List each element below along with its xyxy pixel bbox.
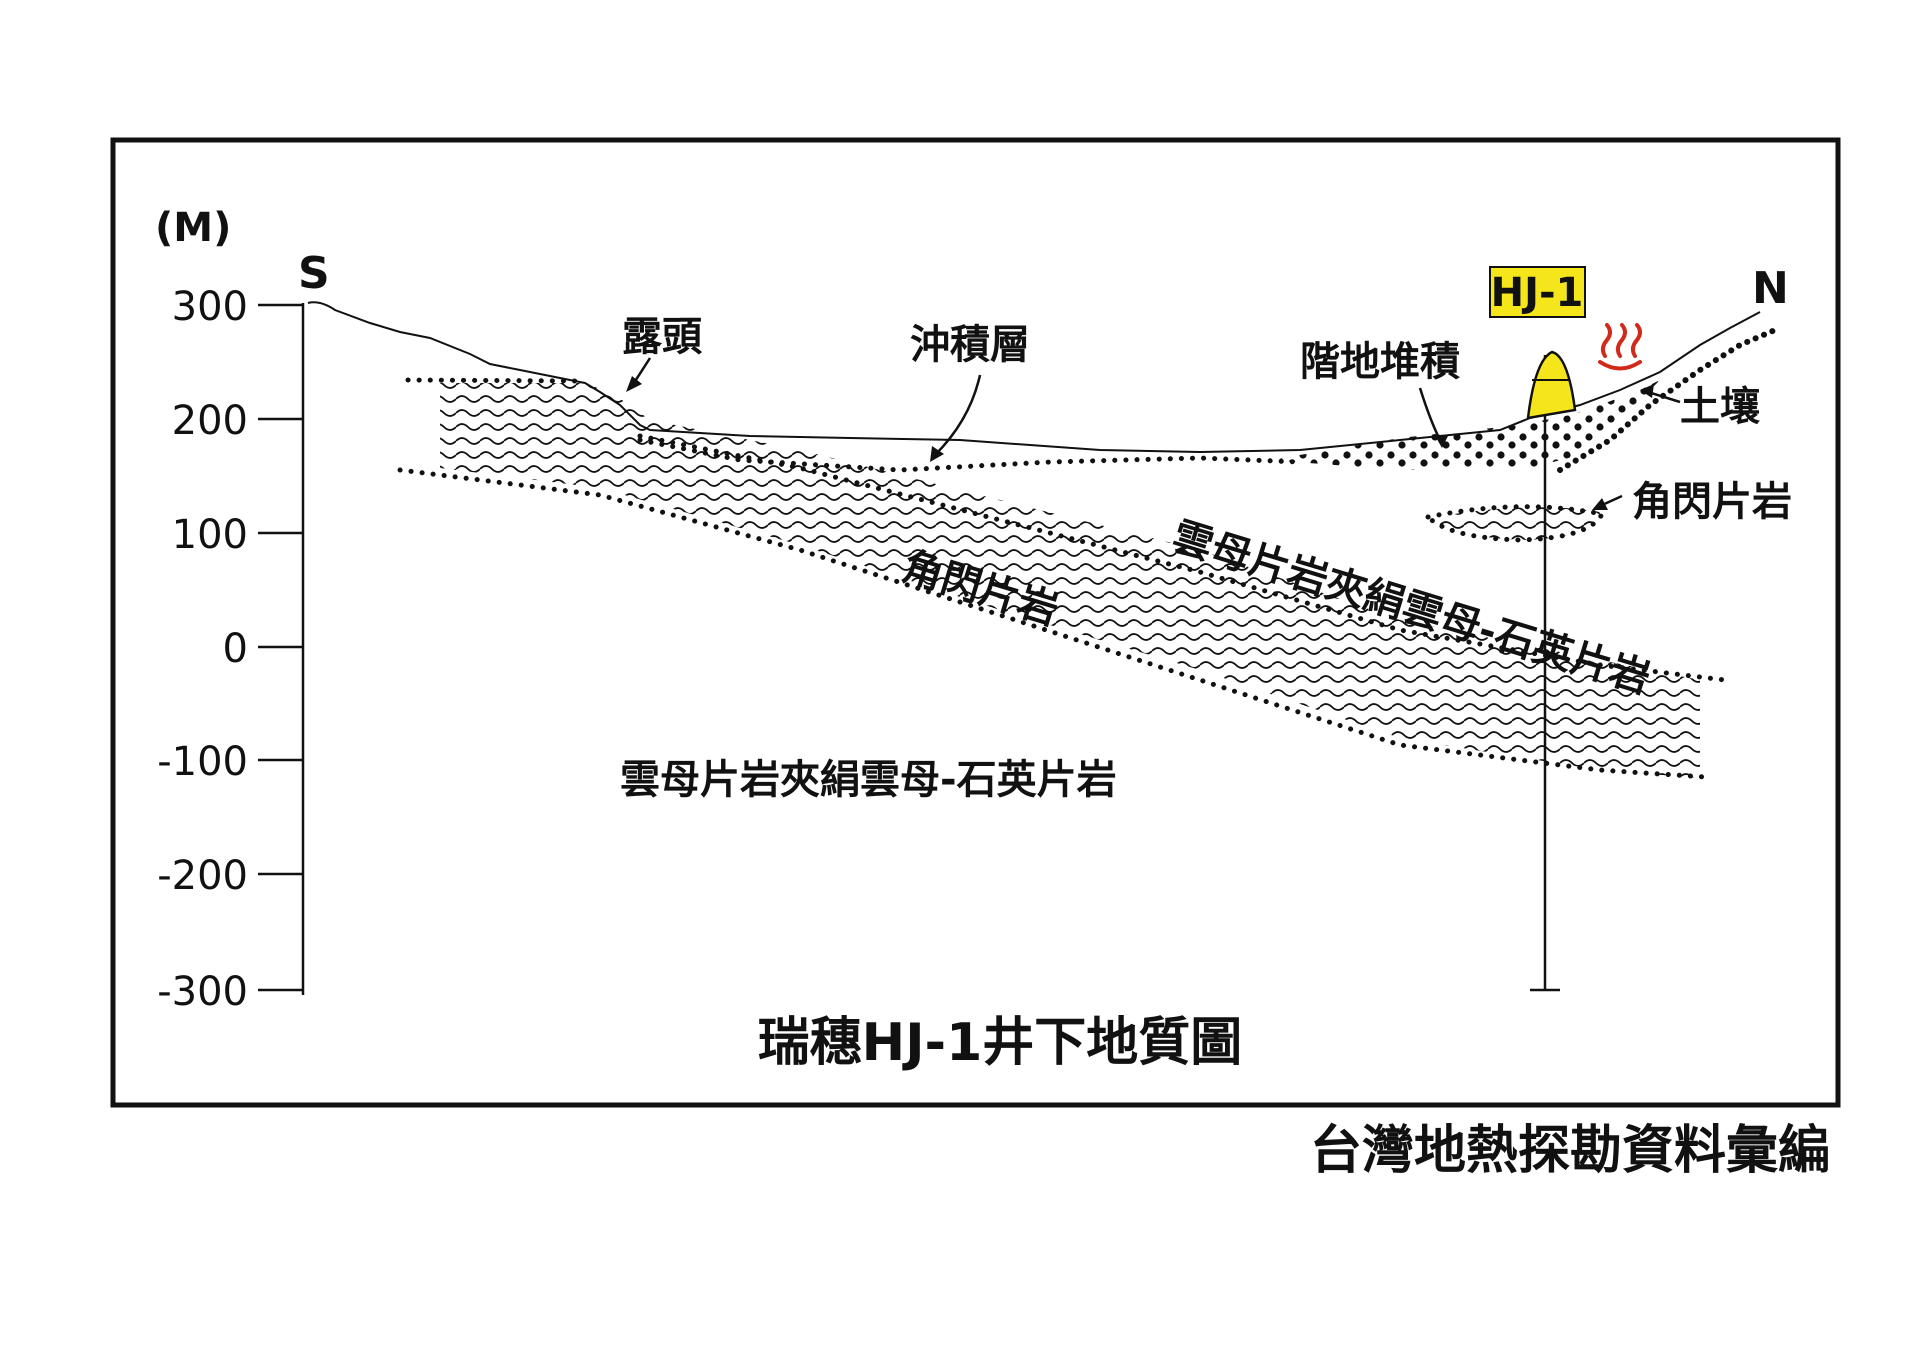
- tick-label-neg200: -200: [157, 853, 248, 899]
- tick-label-0: 0: [223, 626, 248, 672]
- alluvium-label: 沖積層: [910, 322, 1030, 368]
- terrace-arrow: [1418, 387, 1442, 441]
- soil-arrowhead: [1640, 384, 1654, 398]
- mica-schist-upper-contact: [637, 433, 1728, 683]
- outcrop-arrowhead: [626, 376, 642, 392]
- mica-schist-lower-label: 雲母片岩夾絹雲母-石英片岩: [620, 757, 1117, 803]
- figure-title: 瑞穗HJ-1井下地質圖: [758, 1013, 1243, 1073]
- source-caption: 台灣地熱探勘資料彙編: [1310, 1121, 1830, 1181]
- well-marker: [1526, 350, 1577, 420]
- amphibolite-lens: [1430, 507, 1600, 540]
- hot-spring-icon: [1598, 323, 1642, 371]
- figure-frame: [110, 137, 1841, 1108]
- tick-label-200: 200: [172, 398, 248, 444]
- axis-ticks: [258, 303, 303, 992]
- outcrop-label: 露頭: [622, 314, 703, 360]
- ground-surface: [307, 301, 1761, 454]
- amphibolite-band: [440, 383, 1700, 778]
- amphibolite-lens-label: 角閃片岩: [1632, 479, 1792, 525]
- amphibolite-upper-contact: [405, 377, 588, 384]
- soil-arrow: [1647, 390, 1681, 404]
- tick-label-neg100: -100: [157, 739, 248, 785]
- well-label: HJ-1: [1491, 270, 1584, 316]
- amphibolite-lens-arrowhead: [1592, 498, 1608, 510]
- soil-label: 土壤: [1680, 384, 1760, 430]
- soil-layer: [1557, 327, 1778, 473]
- tick-label-100: 100: [172, 512, 248, 558]
- terrace-arrowhead: [1434, 434, 1448, 448]
- north-marker: N: [1752, 263, 1789, 314]
- south-marker: S: [298, 248, 330, 299]
- terrace-label: 階地堆積: [1300, 339, 1460, 385]
- axis-tick-labels: 300 200 100 0 -100 -200 -300: [157, 284, 248, 1015]
- well-label-bg: [1489, 266, 1586, 318]
- tick-label-300: 300: [172, 284, 248, 330]
- amphibolite-lower-contact: [397, 467, 1708, 780]
- terrace-deposit: [1270, 380, 1660, 470]
- unit-label: (M): [155, 205, 231, 251]
- alluvium-arrow: [934, 374, 982, 456]
- alluvium-arrowhead: [930, 446, 944, 462]
- alluvium-base: [637, 437, 1303, 473]
- tick-label-neg300: -300: [157, 969, 248, 1015]
